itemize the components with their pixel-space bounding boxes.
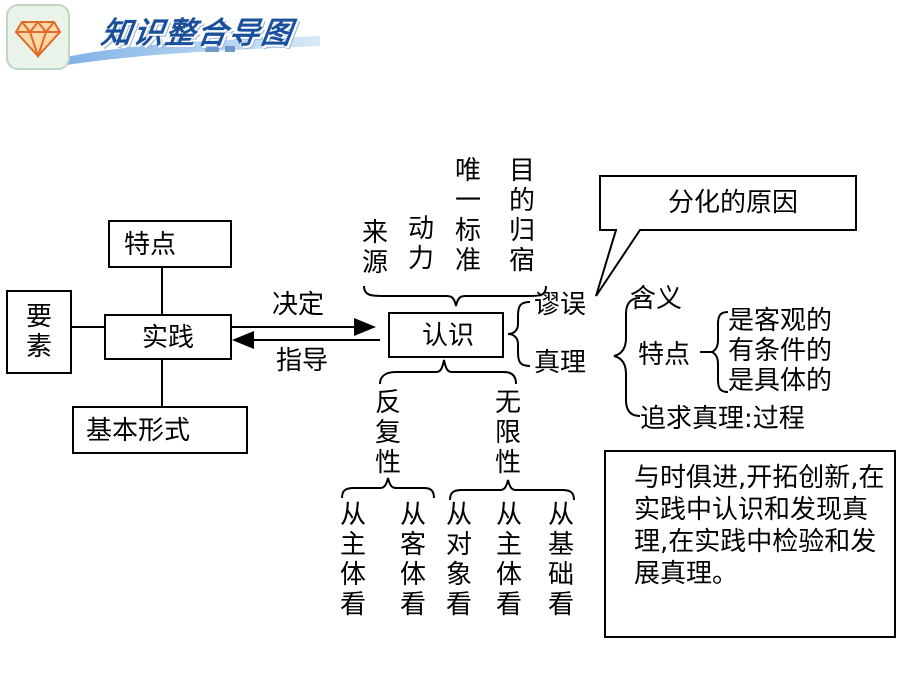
diamond-badge [6, 4, 70, 70]
basic-forms-box: 基本形式 [72, 406, 248, 454]
features-box-label: 特点 [124, 230, 177, 260]
cognition-box: 认识 [388, 312, 504, 358]
basic-forms-label: 基本形式 [86, 416, 191, 446]
feature-concrete: 是具体的 [728, 366, 833, 396]
arrow-label-decides: 决定 [272, 290, 325, 320]
feature-conditional: 有条件的 [728, 336, 833, 366]
infinite-subject: 从主体看 [495, 500, 522, 620]
arrow-label-guides: 指导 [276, 346, 329, 376]
header-swoosh [60, 36, 320, 66]
infinite-object: 从对象看 [445, 500, 472, 620]
role-motive: 动力 [407, 214, 434, 274]
practice-box: 实践 [104, 314, 232, 360]
practice-label: 实践 [142, 323, 195, 353]
truth-meaning: 含义 [630, 284, 683, 314]
features-box: 特点 [108, 220, 232, 268]
infinite-basis: 从基础看 [547, 500, 574, 620]
role-source: 来源 [361, 218, 388, 278]
truth-label: 真理 [534, 348, 587, 378]
fallacy-label: 谬误 [534, 290, 587, 320]
repetitive-label: 反复性 [374, 388, 401, 478]
repetitive-object: 从客体看 [399, 500, 426, 620]
header-banner: 知识整合导图 [0, 0, 330, 72]
elements-box: 要素 [6, 290, 72, 374]
elements-box-label: 要素 [25, 302, 52, 362]
truth-pursuit: 追求真理:过程 [640, 404, 805, 434]
diamond-icon [14, 20, 62, 58]
cognition-label: 认识 [422, 321, 475, 351]
feature-objective: 是客观的 [728, 306, 833, 336]
repetitive-subject: 从主体看 [339, 500, 366, 620]
summary-text: 与时俱进,开拓创新,在实践中认识和发现真理,在实践中检验和发展真理。 [634, 463, 885, 589]
infinite-label: 无限性 [494, 388, 521, 478]
role-goal: 目的归宿 [508, 156, 535, 276]
callout-label: 分化的原因 [668, 188, 799, 218]
role-standard: 唯一标准 [454, 156, 481, 276]
summary-box: 与时俱进,开拓创新,在实践中认识和发现真理,在实践中检验和发展真理。 [604, 450, 896, 638]
truth-features: 特点 [638, 340, 691, 370]
